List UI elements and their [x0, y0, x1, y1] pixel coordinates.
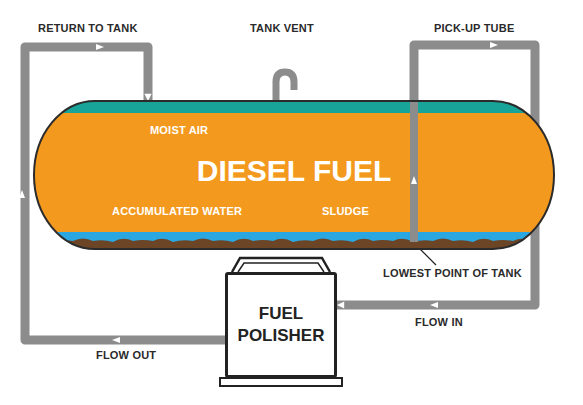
flow-arrow [411, 176, 417, 184]
flow-label: FLOW OUT [96, 349, 156, 361]
box-label: FUEL POLISHER [234, 303, 328, 347]
layer-label: ACCUMULATED WATER [112, 205, 242, 217]
flow-label: FLOW IN [415, 316, 463, 328]
tank: DIESEL FUEL [33, 100, 555, 250]
tank-cradle [232, 258, 330, 272]
diesel-fuel [33, 100, 555, 250]
tank-title: DIESEL FUEL [197, 156, 391, 186]
tank-vent-pipe [276, 72, 294, 100]
process-box: FUEL POLISHER [225, 272, 337, 378]
layer-label: SLUDGE [322, 205, 369, 217]
tank-outline [34, 101, 554, 249]
pipe-label: PICK-UP TUBE [434, 22, 514, 34]
tank-cradle [238, 263, 324, 272]
part-label: TANK VENT [250, 22, 314, 34]
layer-label: MOIST AIR [150, 124, 208, 136]
part-label: LOWEST POINT OF TANK [383, 267, 522, 279]
pipe-label: RETURN TO TANK [38, 22, 138, 34]
polisher-base [220, 378, 342, 386]
pick-up-tube [410, 100, 418, 242]
